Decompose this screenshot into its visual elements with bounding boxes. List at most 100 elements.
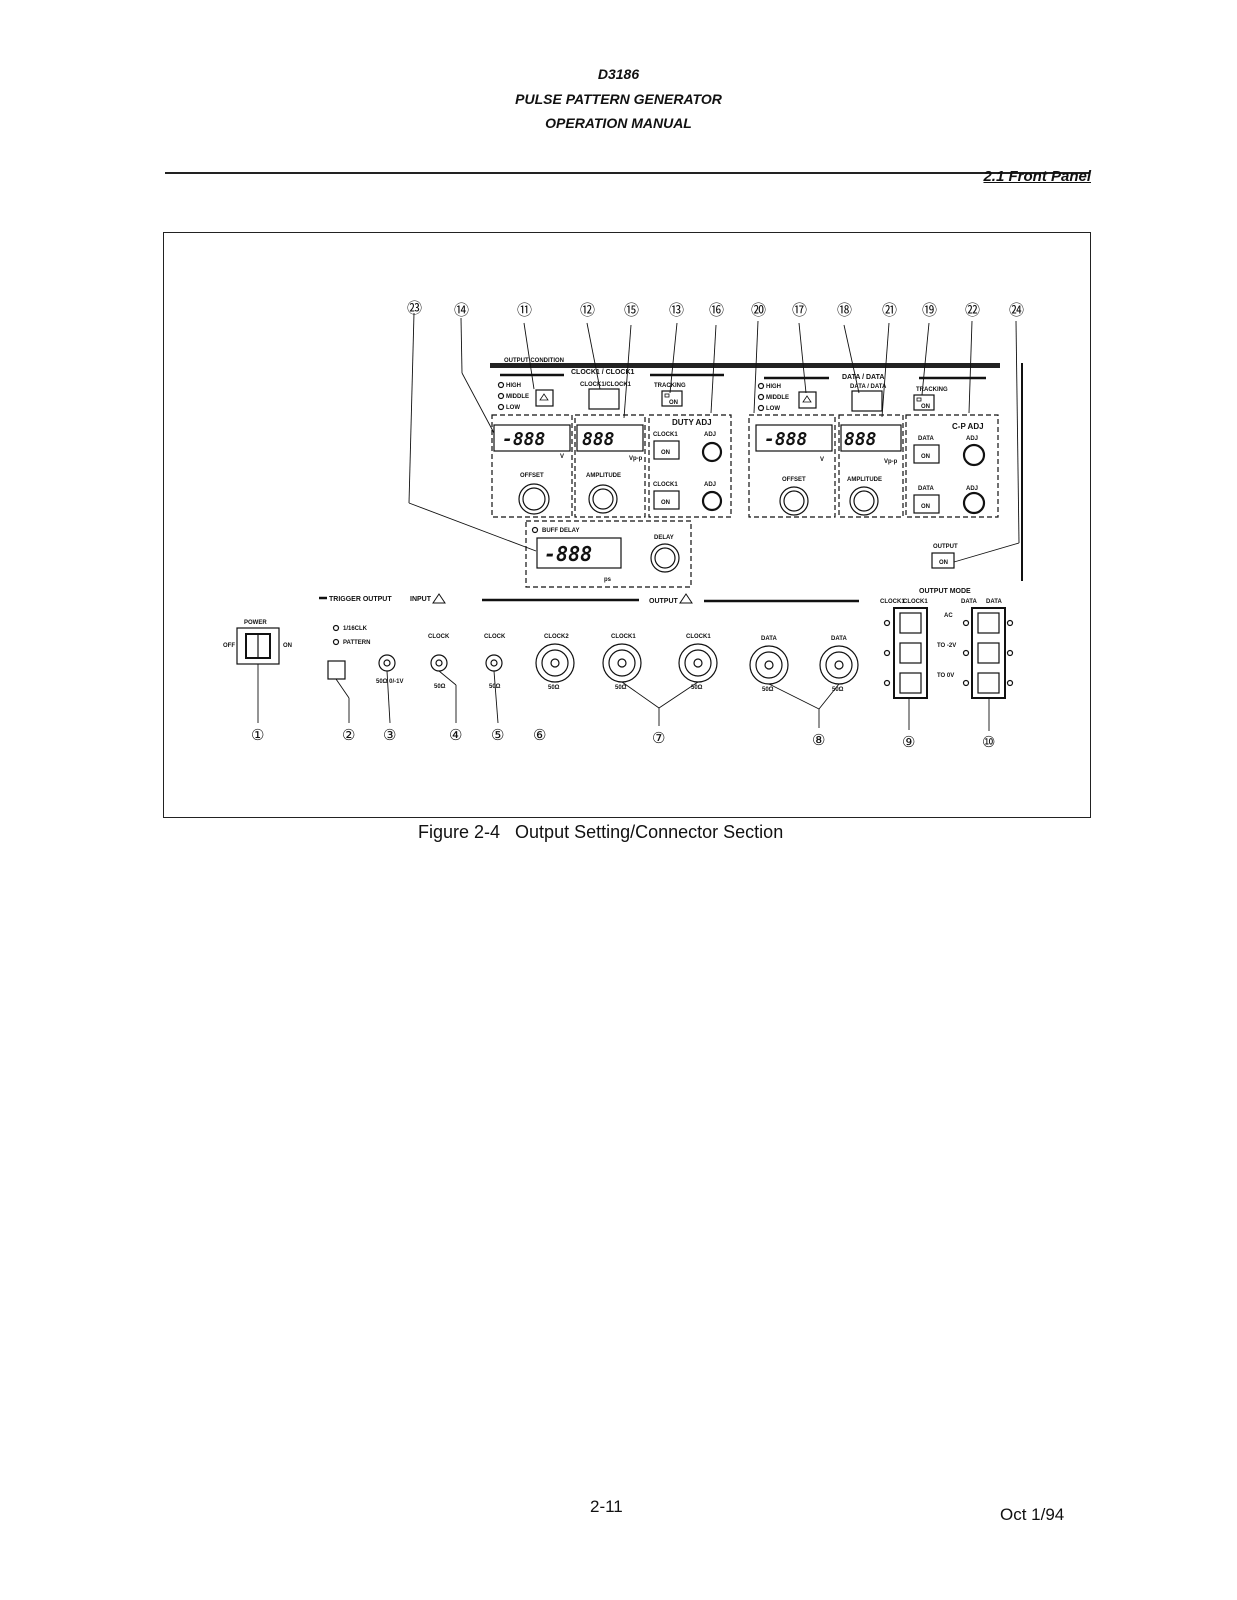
out-data-label: DATA — [761, 636, 777, 642]
callout-8: ⑧ — [812, 732, 825, 749]
manual-title: PULSE PATTERN GENERATOR — [515, 91, 722, 107]
mode-clock1bar-label: CLOCK1 — [903, 599, 928, 605]
callout-2: ② — [342, 727, 355, 744]
data-tracking-button[interactable] — [913, 394, 935, 411]
delay-unit-ps: ps — [604, 577, 612, 583]
cp-adj-group — [905, 414, 999, 518]
cp-adj-data-knob[interactable] — [962, 443, 986, 467]
clock-amplitude-display — [576, 424, 644, 452]
trig-1-16-label: 1/16CLK — [343, 626, 368, 632]
duty-adj-group — [648, 414, 732, 518]
callout-11: ⑪ — [517, 302, 532, 319]
data-title: DATA / DATA — [842, 374, 884, 381]
clock-tracking-label: TRACKING — [654, 383, 686, 389]
delay-group — [525, 520, 692, 588]
out-clock1bar-label: CLOCK1 — [686, 634, 711, 640]
clock-amplitude-readout: 888 — [582, 429, 615, 450]
clock-high-label: HIGH — [506, 383, 521, 389]
callout-13: ⑬ — [669, 302, 684, 319]
cp-on2: ON — [921, 504, 930, 510]
delay-display — [536, 537, 622, 569]
clock-tracking-on: ON — [669, 400, 678, 406]
data-tracking-on: ON — [921, 404, 930, 410]
clock-level-leds — [497, 381, 505, 411]
callout-10: ⑩ — [982, 734, 995, 751]
clock-output-mode-buttons[interactable] — [883, 607, 928, 699]
data-offset-knob[interactable] — [779, 486, 809, 516]
trigger-output-label: TRIGGER OUTPUT — [329, 596, 392, 603]
duty-adj-clock1-knob[interactable] — [701, 441, 723, 463]
ohm-8a: 50Ω — [762, 687, 774, 693]
callout-15: ⑮ — [624, 302, 639, 319]
mode-data-label: DATA — [961, 599, 977, 605]
cp-on1: ON — [921, 454, 930, 460]
data-amplitude-knob[interactable] — [849, 486, 879, 516]
delay-knob[interactable] — [650, 543, 680, 573]
duty-adj-clock1bar-knob[interactable] — [701, 490, 723, 512]
front-panel-diagram: OUTPUT CONDITION CLOCK1 / CLOCK1 DATA / … — [223, 300, 1024, 751]
callout-5: ⑤ — [491, 727, 504, 744]
duty-clock1bar-on-button[interactable] — [653, 490, 680, 510]
clock-amplitude-label: AMPLITUDE — [586, 473, 621, 479]
input-clock2-label: CLOCK — [484, 634, 506, 640]
mode-clock1-label: CLOCK1 — [880, 599, 905, 605]
callout-14: ⑭ — [454, 302, 469, 319]
data-output-connector[interactable] — [749, 645, 789, 685]
databar-output-connector[interactable] — [819, 645, 859, 685]
duty-clock1-on-button[interactable] — [653, 440, 680, 460]
clock-offset-knob[interactable] — [518, 483, 550, 515]
power-off-label: OFF — [223, 643, 235, 649]
clock-offset-readout: -888 — [502, 429, 545, 450]
callout-18: ⑱ — [837, 302, 852, 319]
cp-adj-databar-knob[interactable] — [962, 491, 986, 515]
clock1-output-connector[interactable] — [602, 643, 642, 683]
mode-2v-label: TO -2V — [937, 643, 956, 649]
ohm-8b: 50Ω — [832, 687, 844, 693]
clock-level-select-button[interactable] — [535, 389, 554, 407]
clock2-output-connector[interactable] — [535, 643, 575, 683]
clock-tracking-button[interactable] — [661, 390, 683, 407]
callout-21: ㉑ — [882, 302, 897, 319]
trigger-select-button[interactable] — [327, 660, 346, 680]
callout-20: ⑳ — [751, 302, 766, 319]
duty-adj-label: DUTY ADJ — [672, 418, 712, 427]
data-tracking-label: TRACKING — [916, 387, 948, 393]
cp-databar-on-button[interactable] — [913, 494, 940, 514]
leader-lines — [257, 312, 1023, 731]
data-level-select-button[interactable] — [798, 391, 817, 409]
clock-input-connector[interactable] — [430, 654, 448, 672]
data-amplitude-group — [838, 414, 904, 518]
callout-9: ⑨ — [902, 734, 915, 751]
duty-adj1-label: ADJ — [704, 432, 716, 438]
clock-polarity-button[interactable] — [588, 388, 620, 410]
clock-input2-connector[interactable] — [485, 654, 503, 672]
clock1bar-output-connector[interactable] — [678, 643, 718, 683]
data-unit-v: V — [820, 457, 824, 463]
trig-pattern-label: PATTERN — [343, 640, 370, 646]
output-label: OUTPUT — [649, 598, 679, 605]
callout-24: ㉔ — [1009, 302, 1024, 319]
ohm-6: 50Ω — [548, 685, 560, 691]
clock-unit-v: V — [560, 454, 564, 460]
clock-low-label: LOW — [506, 405, 520, 411]
mode-0v-label: TO 0V — [937, 673, 954, 679]
figure-frame: OUTPUT CONDITION CLOCK1 / CLOCK1 DATA / … — [163, 232, 1091, 818]
power-on-label: ON — [283, 643, 292, 649]
data-amplitude-label: AMPLITUDE — [847, 477, 882, 483]
duty-on2: ON — [661, 500, 670, 506]
callout-12: ⑫ — [580, 302, 595, 319]
data-output-mode-buttons[interactable] — [962, 607, 1014, 699]
callout-1: ① — [251, 727, 264, 744]
clock-amplitude-knob[interactable] — [588, 484, 618, 514]
power-label: POWER — [244, 620, 267, 626]
cp-data-on-button[interactable] — [913, 444, 940, 464]
callout-7: ⑦ — [652, 730, 665, 747]
data-polarity-button[interactable] — [851, 390, 883, 412]
clock-toggle-label: CLOCK1/CLOCK1 — [580, 382, 632, 388]
data-offset-display — [755, 424, 833, 452]
data-low-label: LOW — [766, 406, 780, 412]
output-on-button[interactable] — [931, 552, 955, 569]
trigger-output-connector[interactable] — [378, 654, 396, 672]
duty-on1: ON — [661, 450, 670, 456]
ohm-5: 50Ω — [489, 684, 501, 690]
